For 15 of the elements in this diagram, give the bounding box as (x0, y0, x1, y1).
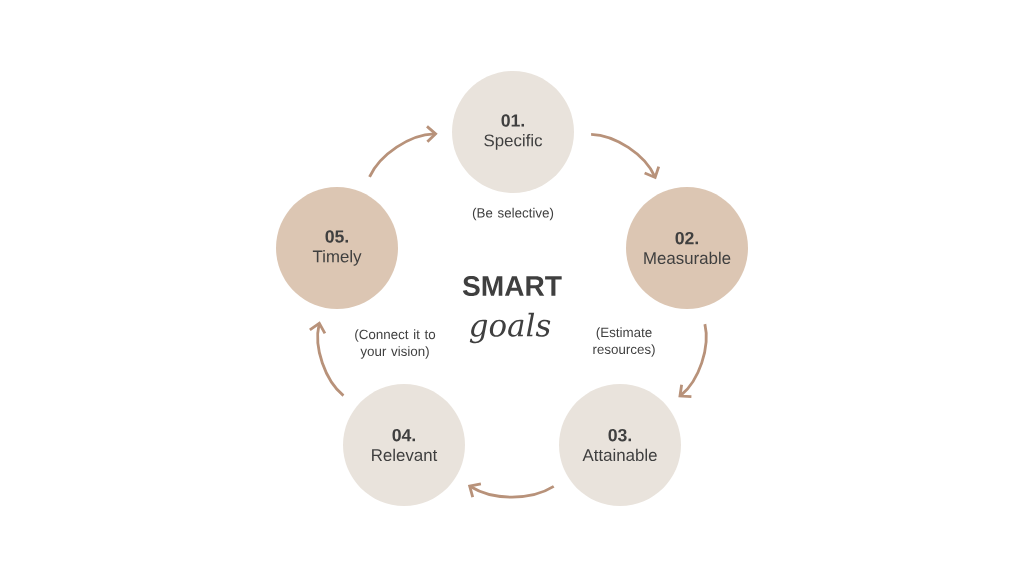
circle-node: 04. Relevant (343, 384, 465, 506)
curved-arrow (678, 323, 708, 399)
script-text: goals (469, 312, 551, 344)
note-text: (Be selective) (472, 207, 554, 221)
circle-node: 05. Timely (276, 187, 398, 309)
curved-arrow (467, 482, 555, 499)
circle-node: 02. Measurable (626, 187, 748, 309)
circle-node: 03. Attainable (559, 384, 681, 506)
note-text: (Connect it to your vision) (355, 329, 436, 359)
curved-arrow (309, 321, 345, 397)
curved-arrow (368, 125, 438, 178)
note-text: (Estimate resources) (593, 327, 655, 357)
curved-arrow (591, 132, 661, 180)
circle-node: 01. Specific (452, 71, 574, 193)
heading-text: SMART (462, 276, 562, 296)
